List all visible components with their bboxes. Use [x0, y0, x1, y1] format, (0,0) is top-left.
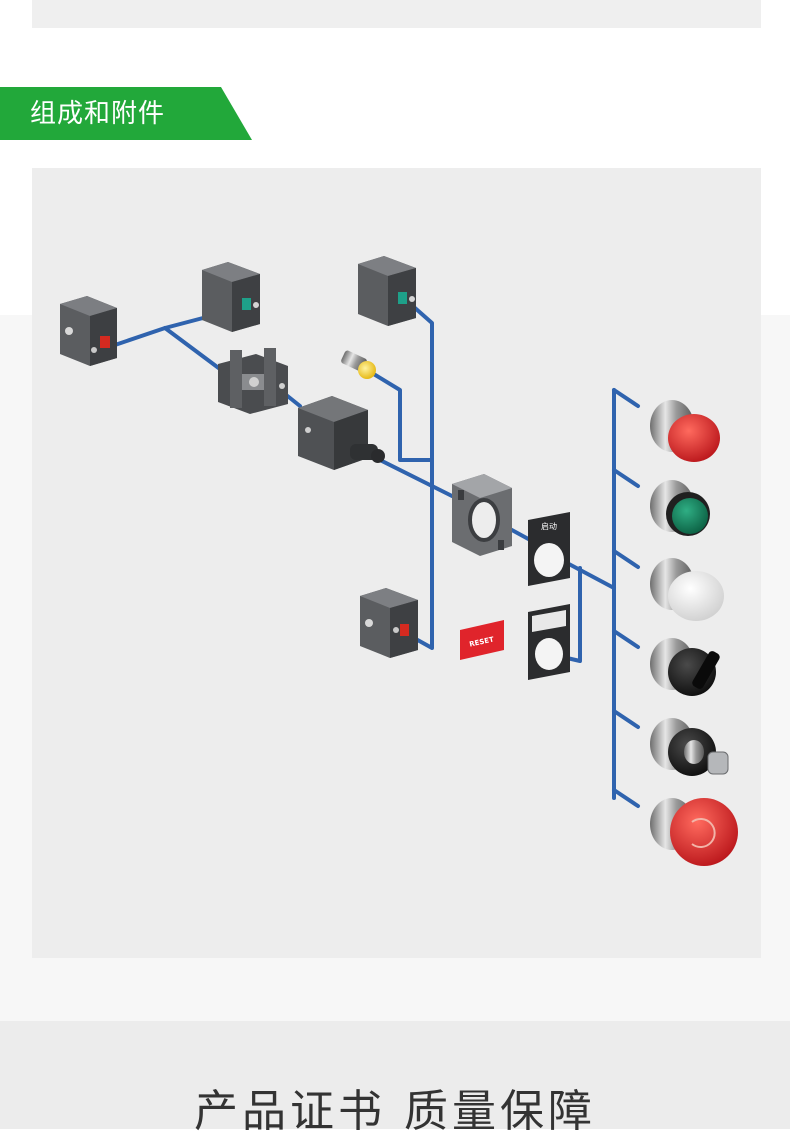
black-selector-switch: [650, 638, 720, 696]
footer-band: [0, 1021, 790, 1129]
section-tab: [0, 87, 252, 140]
contact-block-left: [60, 296, 117, 366]
red-emergency-stop: [650, 798, 738, 866]
connector-branch-5: [612, 709, 640, 729]
connector-branch-6: [612, 788, 640, 808]
connector-branch-4: [612, 629, 640, 649]
fixing-holder: [218, 348, 288, 414]
led-lamp: [341, 350, 376, 379]
connector-branch-2: [612, 468, 640, 488]
legend-plate: 启动: [528, 512, 570, 586]
red-flush-button: [650, 400, 720, 462]
adapter-module: [298, 396, 385, 470]
connector-top-right-block: [412, 306, 434, 650]
mounting-collar: [452, 474, 512, 556]
contact-block-top-right: [358, 256, 416, 326]
section-title: 组成和附件: [30, 99, 166, 129]
contact-block-bottom: [360, 588, 418, 658]
footer-title: 产品证书 质量保障: [194, 1086, 596, 1137]
connector-plate-to-spine: [565, 561, 616, 590]
connector-lamp: [370, 371, 434, 462]
connector-lower-plate: [565, 566, 582, 663]
legend-plate-text: 启动: [541, 521, 557, 531]
key-selector-switch: [650, 718, 729, 776]
reset-label: RESET: [460, 620, 504, 660]
connector-branch-1: [612, 388, 640, 408]
white-illuminated-button: [650, 558, 724, 621]
contact-block-top: [202, 262, 260, 332]
legend-plate-holder: [528, 604, 570, 680]
green-flush-button: [650, 480, 710, 536]
connector-branch-3: [612, 549, 640, 569]
connector-adapter-to-collar: [370, 454, 454, 498]
accessories-diagram: 启动 RESET: [32, 168, 761, 958]
top-panel: [32, 0, 761, 28]
